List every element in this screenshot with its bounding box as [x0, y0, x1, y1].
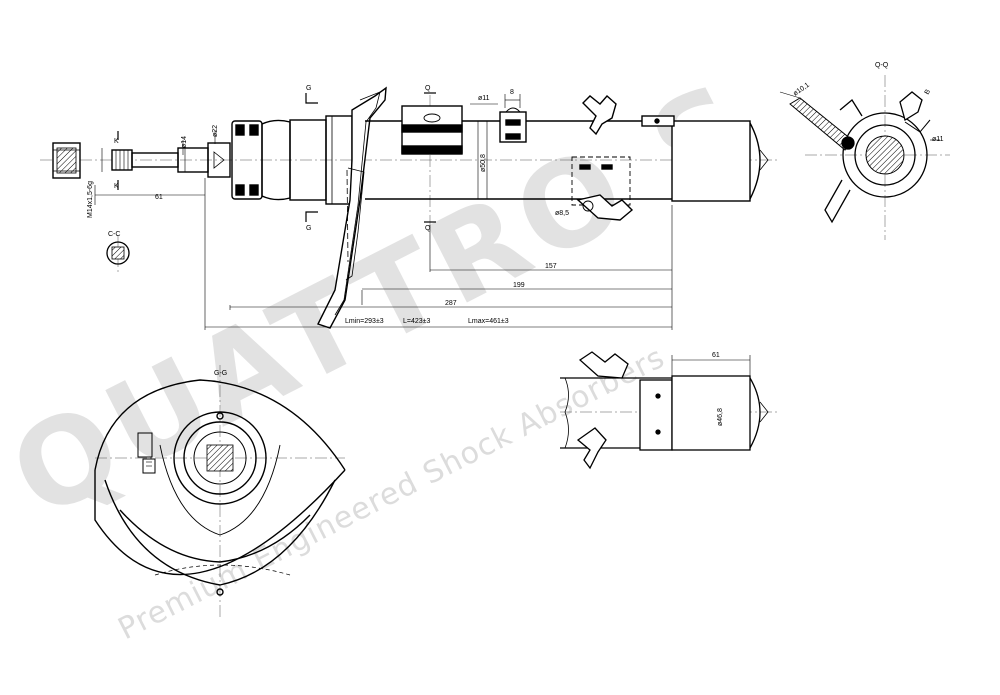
label-section-gg: G-G: [214, 370, 227, 377]
strut-side-view: [52, 86, 769, 329]
dimension-texts: M14x1,5-6g ø14 ø22 61 ø11 8 ø50,8 ø8,5 1…: [87, 89, 569, 325]
dim-thread: M14x1,5-6g: [87, 181, 94, 218]
label-g-bottom: G: [306, 225, 311, 232]
dim-dia-22: ø22: [212, 125, 219, 137]
dim-lmin: Lmin=293±3: [345, 318, 384, 325]
section-qq: Q-Q: [779, 62, 940, 224]
dim-dia-11-top: ø11: [478, 95, 490, 102]
lower-body-dims: 61 ø46,8: [712, 352, 724, 426]
label-q-top: Q: [425, 85, 431, 92]
watermark-brand: QUATTRO S: [0, 54, 774, 545]
body-tube: [365, 95, 769, 221]
label-q-bottom: Q: [425, 225, 431, 232]
cut-labels: G G Q Q K K: [114, 85, 431, 232]
top-nut: [52, 142, 81, 179]
spring-seat: [317, 86, 387, 329]
dimension-lines: [94, 94, 673, 330]
label-section-cc: C-C: [108, 231, 120, 238]
dim-l: L=423±3: [403, 318, 431, 325]
label-section-qq: Q-Q: [875, 62, 889, 69]
label-k-bottom: K: [114, 183, 119, 190]
dim-b-mark: B: [924, 88, 933, 96]
dim-rod-dia: ø14: [181, 136, 188, 148]
cut-markers: [117, 92, 436, 223]
dim-len-287: 287: [445, 300, 457, 307]
label-k-top: K: [114, 138, 119, 145]
label-g-top: G: [306, 85, 311, 92]
section-cc: C-C: [106, 231, 130, 265]
dim-len-61-detail: 61: [712, 352, 720, 359]
piston-rod: [111, 142, 231, 178]
dim-len-199: 199: [513, 282, 525, 289]
dim-len-61-top: 61: [155, 194, 163, 201]
dim-dia-468: ø46,8: [717, 408, 724, 426]
dim-width-8: 8: [510, 89, 514, 96]
lower-body-detail: [560, 351, 769, 470]
dim-lmax: Lmax=461±3: [468, 318, 509, 325]
dim-dia-11-qq: ø11: [932, 136, 944, 143]
dim-body-dia: ø50,8: [480, 154, 487, 172]
dim-hole-85: ø8,5: [555, 210, 569, 217]
dim-dia-101: ø10,1: [792, 82, 811, 98]
section-gg: G-G: [94, 370, 346, 596]
dim-len-157: 157: [545, 263, 557, 270]
